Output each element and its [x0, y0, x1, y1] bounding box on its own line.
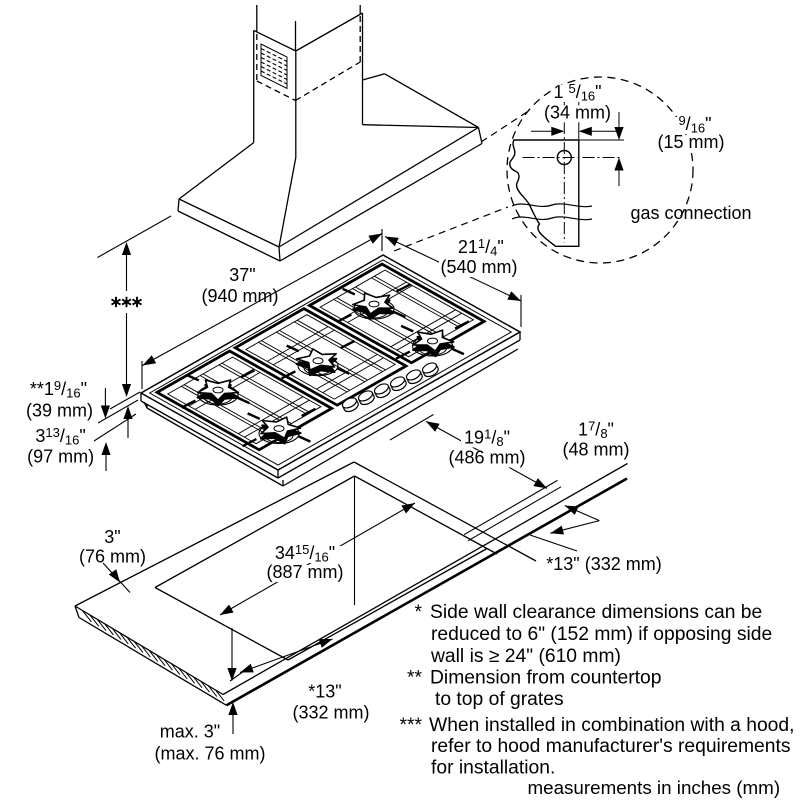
svg-text:measurements in inches (mm): measurements in inches (mm): [528, 777, 781, 798]
svg-text:(940 mm): (940 mm): [201, 286, 278, 306]
svg-text:3415/16": 3415/16": [275, 542, 335, 565]
svg-text:*13": *13": [308, 682, 341, 702]
svg-text:Side wall clearance dimensions: Side wall clearance dimensions can be: [430, 602, 762, 623]
svg-text:313/16": 313/16": [35, 425, 85, 448]
svg-text:reduced to 6" (152 mm) if oppo: reduced to 6" (152 mm) if opposing side: [431, 624, 772, 645]
svg-text:1 5/16": 1 5/16": [553, 81, 601, 104]
svg-text:gas connection: gas connection: [630, 203, 751, 223]
svg-text:(48 mm): (48 mm): [563, 440, 630, 460]
svg-text:211/4": 211/4": [458, 236, 504, 259]
svg-text:*: *: [414, 602, 422, 623]
svg-text:wall is ≥ 24" (610 mm): wall is ≥ 24" (610 mm): [430, 646, 621, 667]
svg-text:(332 mm): (332 mm): [292, 703, 369, 723]
svg-text:17/8": 17/8": [578, 419, 614, 442]
svg-text:9/16": 9/16": [678, 113, 711, 136]
svg-text:(540 mm): (540 mm): [440, 257, 517, 277]
svg-text:(76 mm): (76 mm): [79, 546, 146, 566]
svg-text:***: ***: [399, 715, 422, 736]
svg-text:3": 3": [104, 527, 120, 547]
svg-text:*13" (332 mm): *13" (332 mm): [546, 554, 661, 574]
svg-text:**: **: [407, 668, 423, 689]
svg-text:(887 mm): (887 mm): [266, 562, 343, 582]
svg-text:When installed in combination: When installed in combination with a hoo…: [429, 715, 795, 736]
svg-text:191/8": 191/8": [464, 427, 510, 450]
svg-text:(39 mm): (39 mm): [26, 401, 93, 421]
svg-text:(15 mm): (15 mm): [658, 132, 725, 152]
svg-text:37": 37": [229, 265, 255, 285]
svg-text:(486 mm): (486 mm): [448, 448, 525, 468]
svg-text:max. 3": max. 3": [160, 722, 220, 742]
svg-text:Dimension from countertop: Dimension from countertop: [430, 668, 661, 689]
svg-text:(97 mm): (97 mm): [27, 447, 94, 467]
svg-text:refer to hood manufacturer's r: refer to hood manufacturer's requirement…: [431, 736, 791, 757]
svg-text:(34 mm): (34 mm): [544, 102, 611, 122]
svg-text:to top of grates: to top of grates: [435, 689, 564, 710]
svg-text:for installation.: for installation.: [431, 758, 555, 779]
svg-text:(max. 76 mm): (max. 76 mm): [154, 744, 265, 764]
